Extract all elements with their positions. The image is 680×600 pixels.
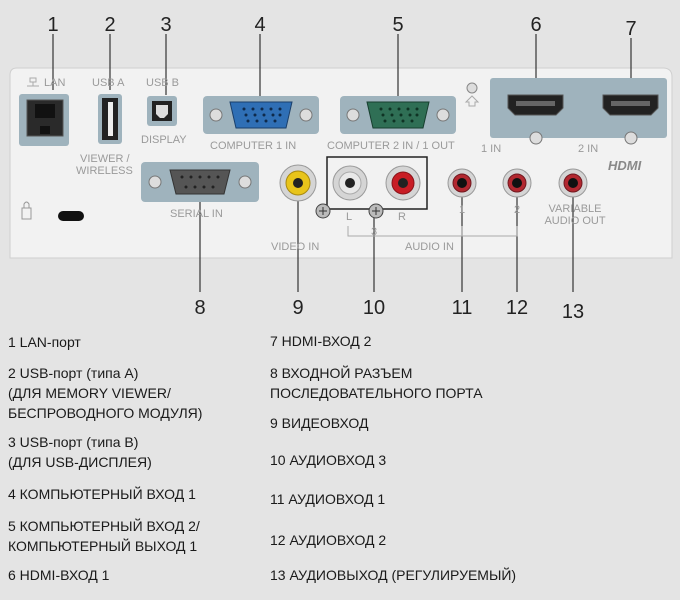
- computer-1-in-port: [203, 96, 319, 134]
- lock-icon: [21, 201, 32, 220]
- callout-1: 1: [47, 14, 58, 36]
- hdmi-2-port: [602, 94, 659, 145]
- computer-2-label: COMPUTER 2 IN / 1 OUT: [327, 140, 455, 152]
- desc-7: 7 HDMI-ВХОД 2: [270, 333, 372, 349]
- lan-port: [19, 94, 69, 146]
- audio-in-1-jack: [447, 168, 477, 198]
- audio-in-2-label: 2: [514, 204, 520, 216]
- audio-3-right-jack: [385, 165, 421, 201]
- computer-1-in-label: COMPUTER 1 IN: [210, 140, 296, 152]
- desc-6: 6 HDMI-ВХОД 1: [8, 567, 110, 583]
- callout-4: 4: [254, 14, 265, 36]
- audio-in-label: AUDIO IN: [405, 241, 454, 253]
- lan-label: LAN: [44, 77, 65, 89]
- desc-1: 1 LAN-порт: [8, 334, 81, 350]
- hdmi-1-label: 1 IN: [481, 143, 501, 155]
- video-in-label: VIDEO IN: [271, 241, 319, 253]
- audio-r-label: R: [398, 211, 406, 223]
- hdmi-2-label: 2 IN: [578, 143, 598, 155]
- callout-2: 2: [104, 14, 115, 36]
- audio-in-2-jack: [502, 168, 532, 198]
- hdmi-logo: HDMI: [608, 158, 642, 173]
- projector-connector-panel: 1 2 3 4 5 6 7 8 9 10 11 12 13 LAN USB A …: [9, 14, 673, 320]
- usb-b-label: USB B: [146, 77, 179, 89]
- desc-4: 4 КОМПЬЮТЕРНЫЙ ВХОД 1: [8, 486, 196, 502]
- callout-13: 13: [562, 301, 584, 320]
- callout-10: 10: [363, 297, 385, 319]
- serial-in-port: [141, 162, 259, 202]
- callout-5: 5: [392, 14, 403, 36]
- desc-13: 13 АУДИОВЫХОД (РЕГУЛИРУЕМЫЙ): [270, 567, 517, 583]
- variable-audio-out-jack: [558, 168, 588, 198]
- desc-11: 11 АУДИОВХОД 1: [270, 491, 386, 507]
- audio-3-left-jack: [332, 165, 368, 201]
- callout-12: 12: [506, 297, 528, 319]
- desc-10: 10 АУДИОВХОД 3: [270, 452, 387, 468]
- callout-11: 11: [452, 297, 473, 319]
- callout-9: 9: [292, 297, 303, 319]
- ground-screw-icon: [464, 82, 480, 107]
- network-icon: [27, 77, 39, 87]
- usb-a-label: USB A: [92, 77, 125, 89]
- audio-in-1-label: 1: [459, 204, 465, 216]
- display-label: DISPLAY: [141, 134, 187, 146]
- desc-3: 3 USB-порт (типа B) (ДЛЯ USB-ДИСПЛЕЯ): [8, 434, 152, 470]
- desc-8: 8 ВХОДНОЙ РАЗЪЕМ ПОСЛЕДОВАТЕЛЬНОГО ПОРТА: [270, 365, 483, 401]
- audio-in-bracket: [347, 226, 518, 237]
- hdmi-block: [490, 78, 667, 138]
- hdmi-1-port: [507, 94, 564, 145]
- desc-2: 2 USB-порт (типа A) (ДЛЯ MEMORY VIEWER/ …: [8, 365, 203, 421]
- usb-a-port: [98, 94, 122, 144]
- audio-screws: [315, 203, 384, 219]
- callout-8: 8: [194, 297, 205, 319]
- video-in-jack: [279, 164, 317, 202]
- callout-3: 3: [160, 14, 171, 36]
- security-slot: [58, 211, 84, 221]
- serial-in-label: SERIAL IN: [170, 208, 223, 220]
- audio-3-label: 3: [371, 226, 377, 238]
- desc-5: 5 КОМПЬЮТЕРНЫЙ ВХОД 2/ КОМПЬЮТЕРНЫЙ ВЫХО…: [8, 518, 200, 554]
- usb-b-port: [147, 96, 177, 126]
- desc-9: 9 ВИДЕОВХОД: [270, 415, 369, 431]
- callout-7: 7: [625, 18, 636, 40]
- computer-2-in-1-out-port: [340, 96, 456, 134]
- desc-12: 12 АУДИОВХОД 2: [270, 532, 387, 548]
- viewer-wireless-label: VIEWER /WIRELESS: [76, 153, 133, 177]
- callout-6: 6: [530, 14, 541, 36]
- leader-lines: [52, 34, 632, 292]
- audio-l-label: L: [346, 211, 352, 223]
